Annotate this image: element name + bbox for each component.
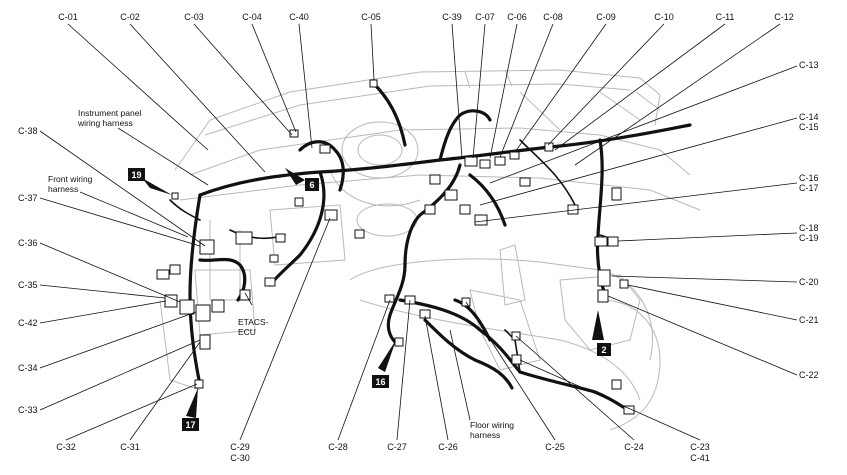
label-c21: C-21: [799, 315, 819, 325]
label-c13: C-13: [799, 60, 819, 70]
label-c05: C-05: [361, 12, 381, 22]
label-c29: C-29: [230, 442, 250, 452]
label-c41: C-41: [690, 453, 710, 463]
badge-16: 16: [372, 340, 396, 388]
label-c18: C-18: [799, 223, 819, 233]
label-c24: C-24: [624, 442, 644, 452]
badge-6-number: 6: [309, 180, 314, 190]
note-instrument-panel-1: Instrument panel: [78, 108, 141, 118]
label-c38: C-38: [18, 126, 38, 136]
label-c12: C-12: [774, 12, 794, 22]
label-c26: C-26: [438, 442, 458, 452]
note-etacs-1: ETACS-: [238, 317, 269, 327]
vehicle-outline: [159, 69, 701, 431]
label-c39: C-39: [442, 12, 462, 22]
label-c30: C-30: [230, 453, 250, 463]
label-c42: C-42: [18, 318, 38, 328]
label-c31: C-31: [120, 442, 140, 452]
leader-lines: [39, 23, 798, 441]
label-c02: C-02: [120, 12, 140, 22]
note-front-1: Front wiring: [48, 174, 93, 184]
label-c16: C-16: [799, 173, 819, 183]
note-floor-2: harness: [470, 430, 500, 440]
label-c06: C-06: [507, 12, 527, 22]
badge-19: 19: [128, 168, 172, 195]
connector-labels: C-01 C-02 C-03 C-04 C-40 C-05 C-39 C-07 …: [18, 12, 819, 463]
label-c22: C-22: [799, 370, 819, 380]
badge-19-number: 19: [131, 170, 141, 180]
label-c32: C-32: [56, 442, 76, 452]
label-c10: C-10: [654, 12, 674, 22]
label-c17: C-17: [799, 183, 819, 193]
label-c35: C-35: [18, 280, 38, 290]
label-c19: C-19: [799, 233, 819, 243]
label-c28: C-28: [328, 442, 348, 452]
label-c25: C-25: [545, 442, 565, 452]
badge-17: 17: [182, 388, 199, 431]
label-c37: C-37: [18, 193, 38, 203]
note-front-2: harness: [48, 184, 78, 194]
connectors: [156, 79, 635, 415]
note-etacs-2: ECU: [238, 327, 256, 337]
badge-16-number: 16: [375, 377, 385, 387]
label-c15: C-15: [799, 122, 819, 132]
badge-2-number: 2: [601, 345, 606, 355]
label-c33: C-33: [18, 405, 38, 415]
label-c34: C-34: [18, 363, 38, 373]
badge-17-number: 17: [185, 420, 195, 430]
label-c20: C-20: [799, 277, 819, 287]
label-c27: C-27: [387, 442, 407, 452]
badge-6: 6: [285, 168, 319, 191]
label-c23: C-23: [690, 442, 710, 452]
label-c08: C-08: [543, 12, 563, 22]
harness-notes: Instrument panel wiring harness Front wi…: [48, 108, 514, 440]
note-instrument-panel-2: wiring harness: [77, 118, 133, 128]
label-c09: C-09: [596, 12, 616, 22]
label-c36: C-36: [18, 238, 38, 248]
harness-routing: [169, 83, 692, 412]
label-c11: C-11: [716, 12, 735, 22]
label-c04: C-04: [242, 12, 262, 22]
badge-2: 2: [592, 310, 611, 356]
note-floor-1: Floor wiring: [470, 420, 514, 430]
label-c01: C-01: [58, 12, 78, 22]
label-c07: C-07: [475, 12, 495, 22]
label-c14: C-14: [799, 112, 819, 122]
label-c03: C-03: [184, 12, 204, 22]
label-c40: C-40: [289, 12, 309, 22]
